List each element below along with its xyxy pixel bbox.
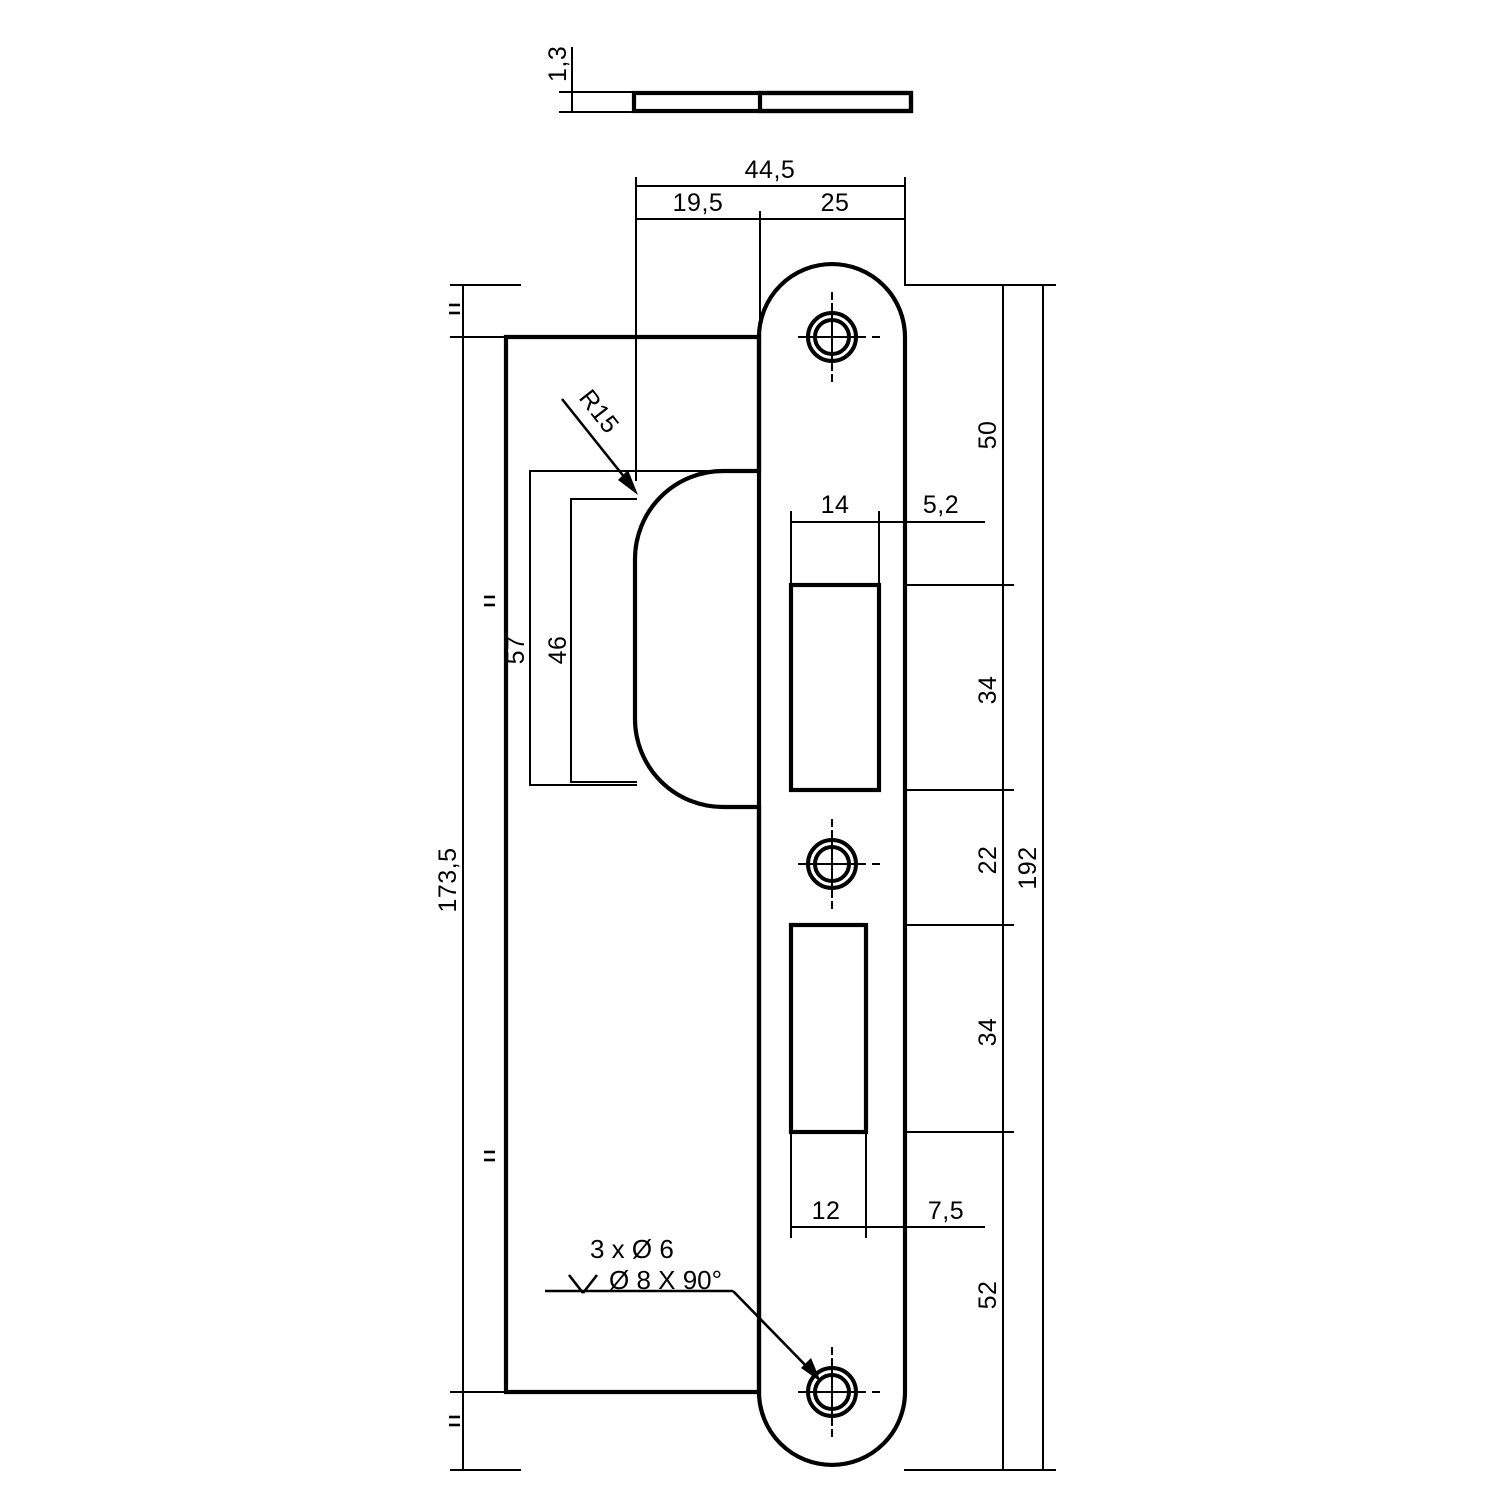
hole-top (798, 292, 880, 382)
dim-label-width-total: 44,5 (745, 156, 796, 184)
notch-dimensions-group (529, 470, 758, 786)
dim-label-vseg-top: 50 (974, 421, 1002, 450)
right-dimensions-group (904, 284, 1056, 1471)
dim-label-slot-lower-offset: 7,5 (928, 1197, 964, 1225)
left-dimensions-group (449, 284, 531, 1471)
hole-middle (798, 819, 880, 909)
dim-label-thickness: 1,3 (544, 46, 572, 82)
note-hole-count-diameter: 3 x Ø 6 (590, 1234, 674, 1264)
slot-upper (788, 582, 882, 793)
dim-label-notch-depth-inner: 46 (544, 636, 572, 665)
r15-arrowhead (618, 470, 638, 495)
dim-label-width-left: 19,5 (673, 189, 724, 217)
dim-label-height-hole-to-hole: 173,5 (434, 847, 462, 912)
note-countersink: Ø 8 X 90° (609, 1265, 722, 1295)
countersink-symbol-left-stroke (567, 1274, 585, 1294)
dim-label-width-right: 25 (821, 189, 850, 217)
equal-mark-3 (484, 1150, 495, 1162)
hole-bottom (798, 1347, 880, 1437)
countersink-symbol-right-stroke (581, 1274, 599, 1294)
plate-section-right (757, 90, 914, 114)
dim-label-slot-upper-width: 14 (821, 491, 850, 519)
r15-leader-line (560, 398, 631, 484)
slot-lower (788, 922, 869, 1135)
dim-label-fillet-radius: R15 (573, 384, 624, 439)
radius-leader-group (560, 398, 638, 495)
dim-label-slot-upper-offset: 5,2 (923, 491, 959, 519)
slot-lower-dimensions-group (790, 1131, 985, 1281)
slots-group (788, 582, 882, 1135)
callout-arrowhead (801, 1358, 821, 1382)
slot-upper-dimensions-group (790, 469, 985, 589)
callout-leader-line (732, 1290, 813, 1373)
dim-label-slot-lower-width: 12 (812, 1197, 841, 1225)
dim-label-vseg-middle: 22 (974, 846, 1002, 875)
dim-label-notch-depth-outer: 57 (502, 636, 530, 665)
part-outline-group (503, 261, 908, 1468)
dim-label-height-total: 192 (1014, 846, 1042, 889)
equal-mark-2 (484, 595, 495, 607)
dim-label-vseg-bottom: 52 (974, 1281, 1002, 1310)
top-dimensions-group (635, 177, 906, 561)
countersink-callout-group (545, 1274, 821, 1382)
holes-group (798, 292, 880, 1437)
top-view-group (559, 47, 914, 114)
part-left-body-profile (503, 334, 762, 1395)
part-outer-profile (756, 261, 908, 1468)
dim-label-vseg-slot-lower: 34 (974, 1018, 1002, 1047)
dim-label-vseg-slot-upper: 34 (974, 676, 1002, 705)
equal-mark-4 (449, 1415, 460, 1427)
equal-mark-1 (449, 303, 460, 315)
plate-section-left (631, 90, 914, 114)
